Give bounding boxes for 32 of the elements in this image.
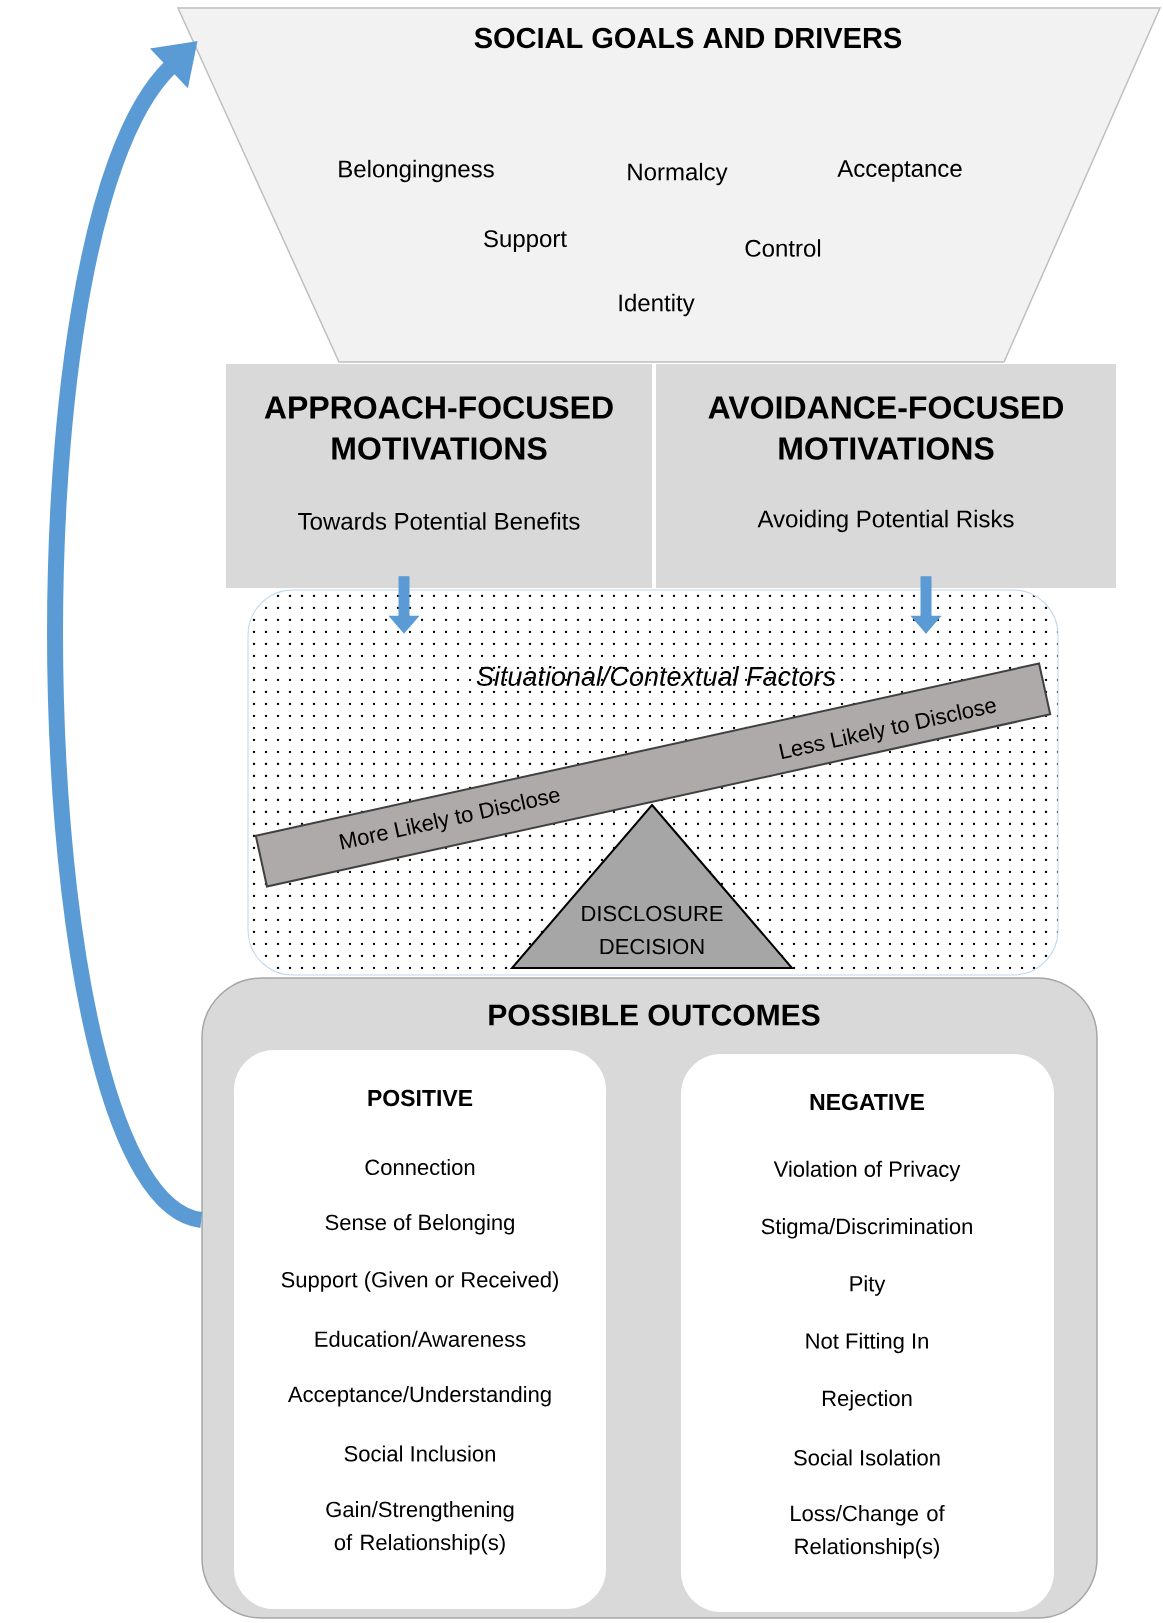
triangle-label: DISCLOSURE DECISION bbox=[582, 905, 723, 955]
outcome-item: Connection bbox=[365, 1158, 475, 1176]
panel-heading: POSSIBLE OUTCOMES bbox=[489, 1004, 820, 1026]
box-heading: APPROACH-FOCUSED MOTIVATIONS bbox=[264, 396, 613, 460]
panel-title: Situational/Contextual Factors bbox=[476, 666, 836, 686]
outcome-item: Pity bbox=[850, 1275, 886, 1296]
outcome-item: Social Isolation bbox=[794, 1449, 940, 1466]
outcome-item: Loss/Change of Relationship(s) bbox=[791, 1505, 945, 1559]
goal-label: Normalcy bbox=[628, 162, 728, 186]
plank-label: More Likely to Disclose bbox=[339, 790, 560, 850]
goal-label: Acceptance bbox=[837, 160, 962, 182]
outcome-item: Stigma/Discrimination bbox=[761, 1218, 972, 1239]
goal-label: Support bbox=[484, 230, 567, 252]
outcome-item: Education/Awareness bbox=[315, 1330, 526, 1347]
funnel-heading: SOCIAL GOALS AND DRIVERS bbox=[474, 27, 902, 49]
plank-label: Less Likely to Disclose bbox=[779, 701, 997, 760]
goal-label: Belongingness bbox=[339, 159, 494, 183]
outcome-item: Rejection bbox=[822, 1389, 912, 1411]
goal-label: Identity bbox=[619, 293, 695, 317]
outcome-item: Social Inclusion bbox=[344, 1445, 495, 1462]
box-subtitle: Avoiding Potential Risks bbox=[757, 509, 1014, 533]
box-subtitle: Towards Potential Benefits bbox=[298, 512, 580, 530]
outcome-item: Sense of Belonging bbox=[325, 1214, 514, 1235]
outcome-item: Not Fitting In bbox=[806, 1332, 928, 1354]
box-heading: AVOIDANCE-FOCUSED MOTIVATIONS bbox=[708, 396, 1064, 460]
outcome-item: Support (Given or Received) bbox=[281, 1271, 558, 1292]
column-heading: NEGATIVE bbox=[810, 1093, 925, 1111]
outcome-item: Violation of Privacy bbox=[773, 1160, 961, 1182]
column-heading: POSITIVE bbox=[368, 1089, 473, 1107]
goal-label: Control bbox=[745, 239, 821, 257]
outcome-item: Acceptance/Understanding bbox=[287, 1385, 551, 1407]
outcome-item: Gain/Strengthening of Relationship(s) bbox=[326, 1501, 514, 1555]
